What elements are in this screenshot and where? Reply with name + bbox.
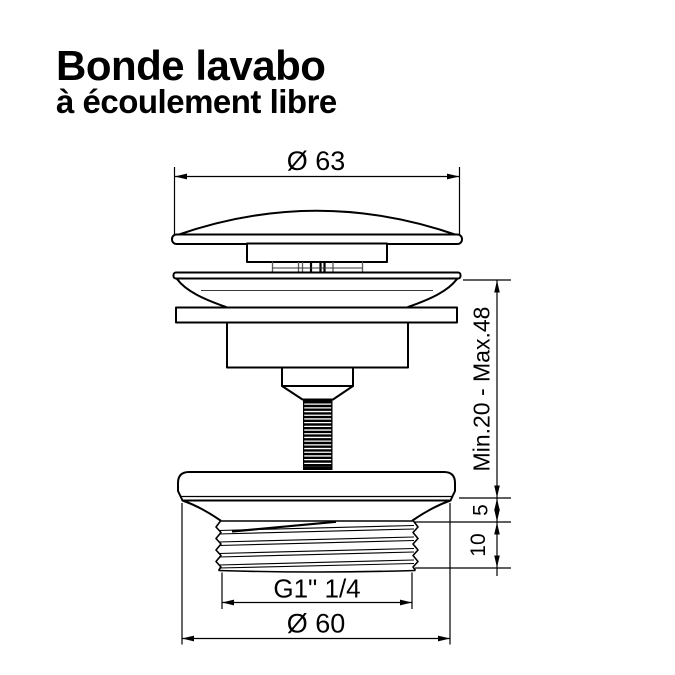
arrowhead-left	[182, 635, 194, 642]
thread-bottom	[218, 569, 416, 573]
valve-body	[226, 321, 409, 369]
thread-edge-left	[215, 520, 222, 571]
dimension-top-diameter: Ø 63	[173, 146, 461, 235]
dimension-bottom-diameter: Ø 60	[181, 503, 451, 645]
arrowhead-down	[494, 509, 500, 522]
dim-label-bottom-diameter: Ø 60	[287, 609, 346, 639]
thread-helix	[218, 524, 415, 532]
thread-helix	[218, 562, 415, 569]
arrowhead-left	[222, 599, 234, 606]
dimension-right-column: Min.20 - Max.48 5 10	[415, 279, 511, 576]
thread-helix	[218, 559, 415, 566]
neck-chamfer	[281, 385, 354, 401]
product-subtitle: à écoulement libre	[56, 83, 337, 120]
arrowhead-left	[174, 173, 187, 180]
bottom-plate	[177, 471, 456, 502]
flange	[172, 271, 462, 308]
plug-cap	[171, 209, 463, 245]
lower-neck	[281, 366, 354, 387]
thread-edge-right	[412, 520, 419, 571]
title-block: Bonde lavabo à écoulement libre	[56, 42, 337, 120]
product-title: Bonde lavabo	[56, 42, 326, 89]
flange-curve-left	[176, 278, 227, 308]
thread-helix	[218, 539, 415, 547]
thread-helix	[218, 536, 415, 543]
cap-dome	[175, 209, 459, 237]
thread-helix	[218, 528, 415, 535]
dimension-thread-size: G1" 1/4	[221, 572, 413, 609]
thread-helix	[218, 547, 415, 555]
arrowhead-right	[447, 173, 460, 180]
arrowhead-right	[400, 599, 412, 606]
arrowhead-right	[438, 635, 450, 642]
shoulder-right	[411, 499, 452, 522]
gasket-plate	[175, 306, 458, 324]
dim-label-height-range: Min.20 - Max.48	[469, 307, 495, 472]
dim-label-top-diameter: Ø 63	[287, 146, 346, 176]
threaded-rod	[303, 399, 333, 470]
arrowhead-down	[494, 555, 500, 568]
shoulder-left	[181, 499, 222, 522]
cap-stem	[246, 242, 388, 263]
arrowhead-up	[494, 280, 500, 293]
arrowhead-up	[494, 498, 500, 511]
dim-label-thread-length: 10	[467, 533, 490, 556]
dim-label-collar-height: 5	[470, 504, 493, 516]
male-thread	[215, 520, 419, 573]
arrowhead-up	[494, 522, 500, 535]
dim-label-thread-size: G1" 1/4	[273, 574, 360, 604]
flange-curve-right	[407, 278, 458, 308]
flange-plate	[172, 271, 462, 280]
thread-helix	[218, 551, 415, 558]
arrowhead-down	[494, 485, 500, 498]
bottom-flange	[177, 471, 456, 522]
